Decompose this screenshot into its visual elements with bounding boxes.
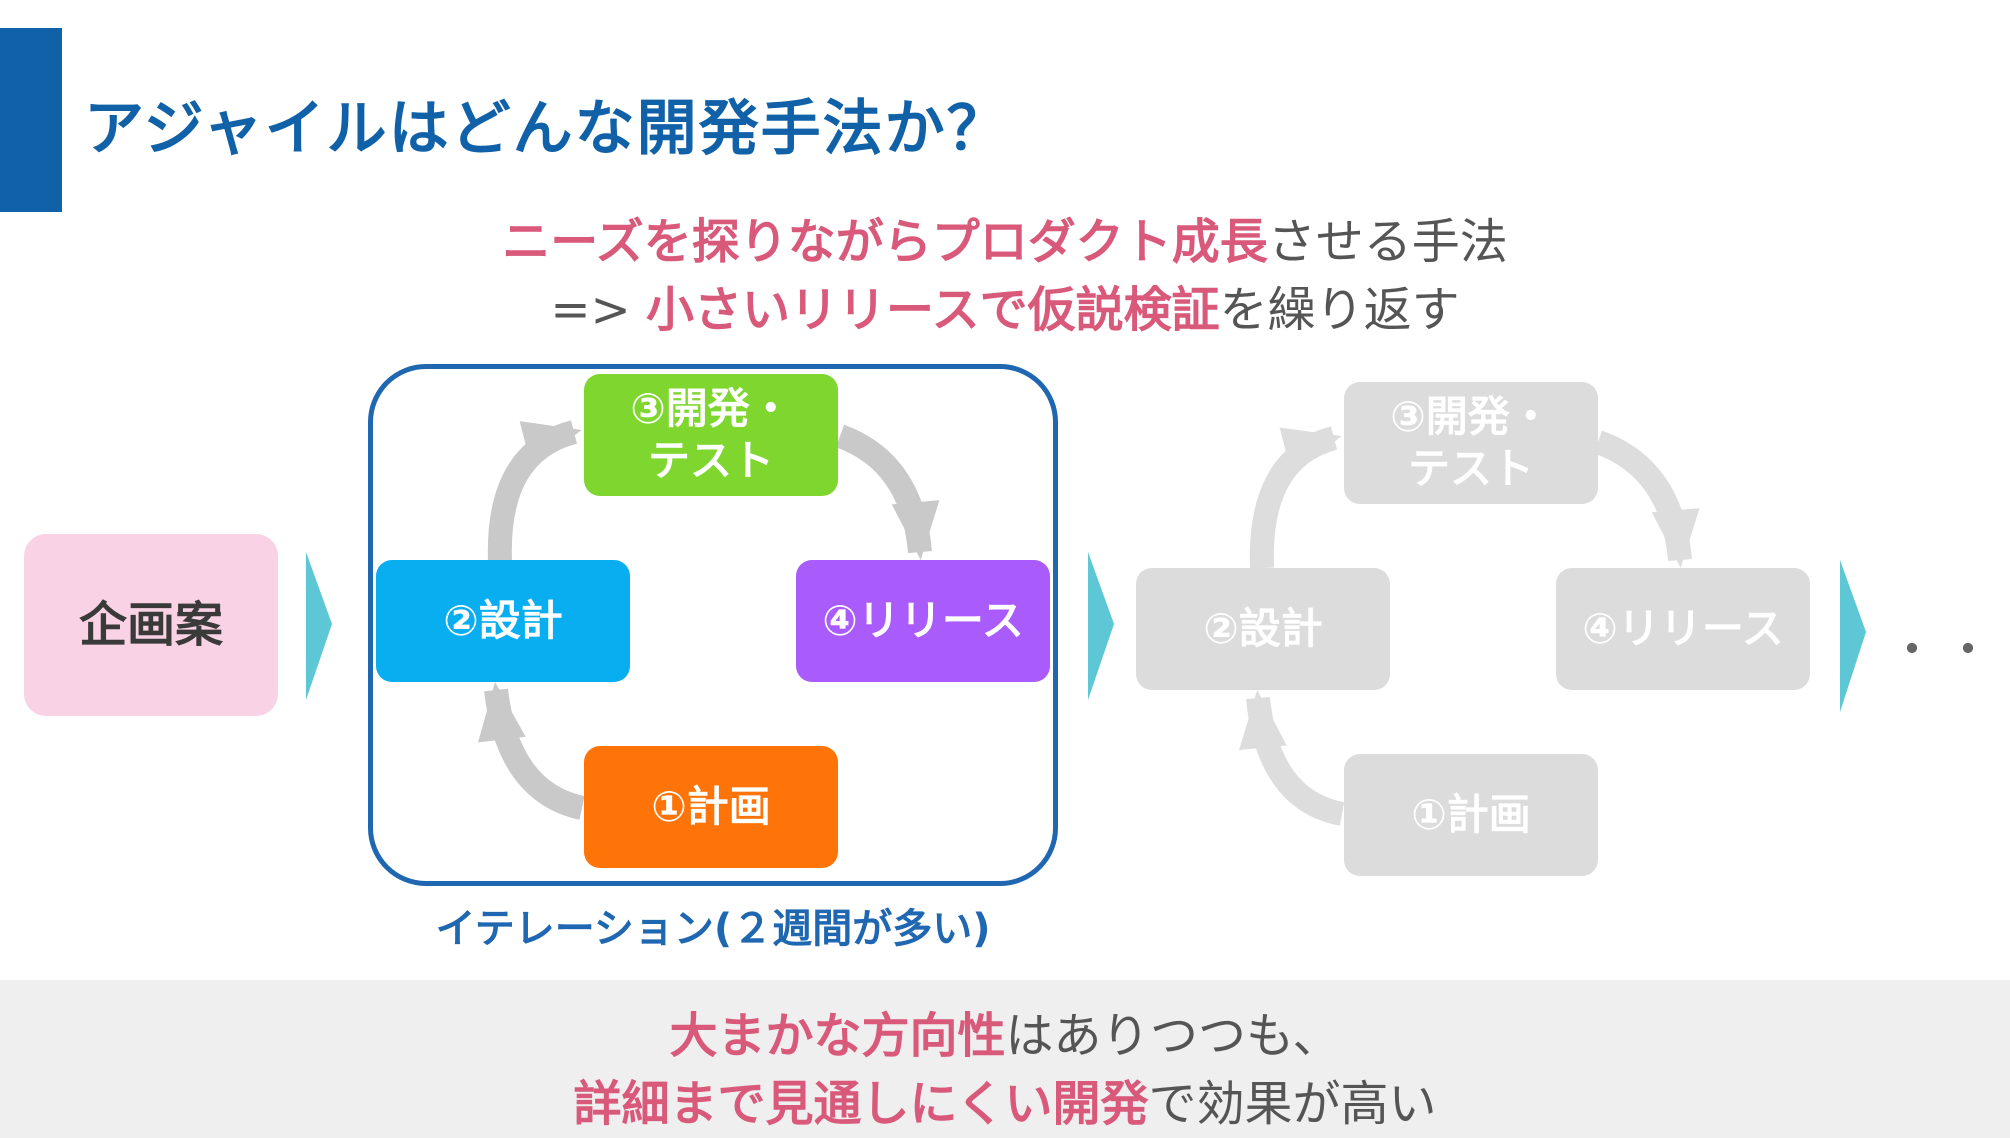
forward-arrow-3	[1840, 560, 1866, 712]
lead-line-2: => 小さいリリースで仮説検証を繰り返す	[0, 270, 2010, 340]
summary-line-2-rest: で効果が高い	[1148, 1076, 1437, 1132]
step-plan-box: ①計画	[584, 746, 838, 868]
step-design-box-faded: ②設計	[1136, 568, 1390, 690]
cycle-arrow-dev-to-release	[835, 424, 940, 560]
iteration-frame	[368, 364, 1058, 886]
forward-arrow-1	[306, 552, 332, 700]
step-release-box: ④リリース	[796, 560, 1050, 682]
lead-line-1-emphasis: ニーズを探りながらプロダクト成長	[502, 214, 1268, 270]
step-release-box-faded: ④リリース	[1556, 568, 1810, 690]
step-dev-test-line-1: ③開発・	[630, 383, 792, 433]
lead-line-2-rest: を繰り返す	[1219, 282, 1460, 338]
summary-band	[0, 980, 2010, 1138]
lead-line-2-emphasis: 小さいリリースで仮説検証	[646, 282, 1220, 338]
iteration-caption: イテレーション(２週間が多い)	[435, 906, 991, 952]
page-title: アジャイルはどんな開発手法か？	[84, 94, 1009, 164]
step-dev-test-box-faded: ③開発・ テスト	[1344, 382, 1598, 504]
summary-line-2: 詳細まで見通しにくい開発で効果が高い	[0, 1064, 2010, 1134]
step-plan-box-faded: ①計画	[1344, 754, 1598, 876]
step-dev-test-line-2: テスト	[647, 436, 774, 485]
cycle-arrow-design-to-dev	[487, 420, 582, 563]
step-dev-test-box: ③開発・ テスト	[584, 374, 838, 496]
cycle-arrow-design-to-dev-faded	[1249, 426, 1342, 569]
summary-line-1: 大まかな方向性はありつつも、	[0, 996, 2010, 1066]
step-design-box: ②設計	[376, 560, 630, 682]
lead-line-2-prefix: =>	[550, 282, 647, 338]
continuation-ellipsis: ・・・	[1888, 622, 2010, 678]
summary-line-1-emphasis: 大まかな方向性	[669, 1008, 1006, 1064]
cycle-arrow-plan-to-design-faded	[1239, 690, 1345, 826]
step-dev-test-faded-line-2: テスト	[1407, 444, 1534, 493]
cycle-arrow-dev-to-release-faded	[1593, 430, 1700, 568]
summary-line-1-rest: はありつつも、	[1005, 1008, 1341, 1064]
lead-line-1-rest: させる手法	[1267, 214, 1508, 270]
lead-line-1: ニーズを探りながらプロダクト成長させる手法	[0, 202, 2010, 272]
summary-line-2-emphasis: 詳細まで見通しにくい開発	[573, 1076, 1149, 1132]
step-dev-test-faded-line-1: ③開発・	[1390, 391, 1552, 441]
forward-arrow-2	[1088, 552, 1114, 700]
planning-box: 企画案	[24, 534, 278, 716]
title-accent-bar	[0, 28, 62, 212]
cycle-arrow-plan-to-design	[478, 682, 585, 820]
